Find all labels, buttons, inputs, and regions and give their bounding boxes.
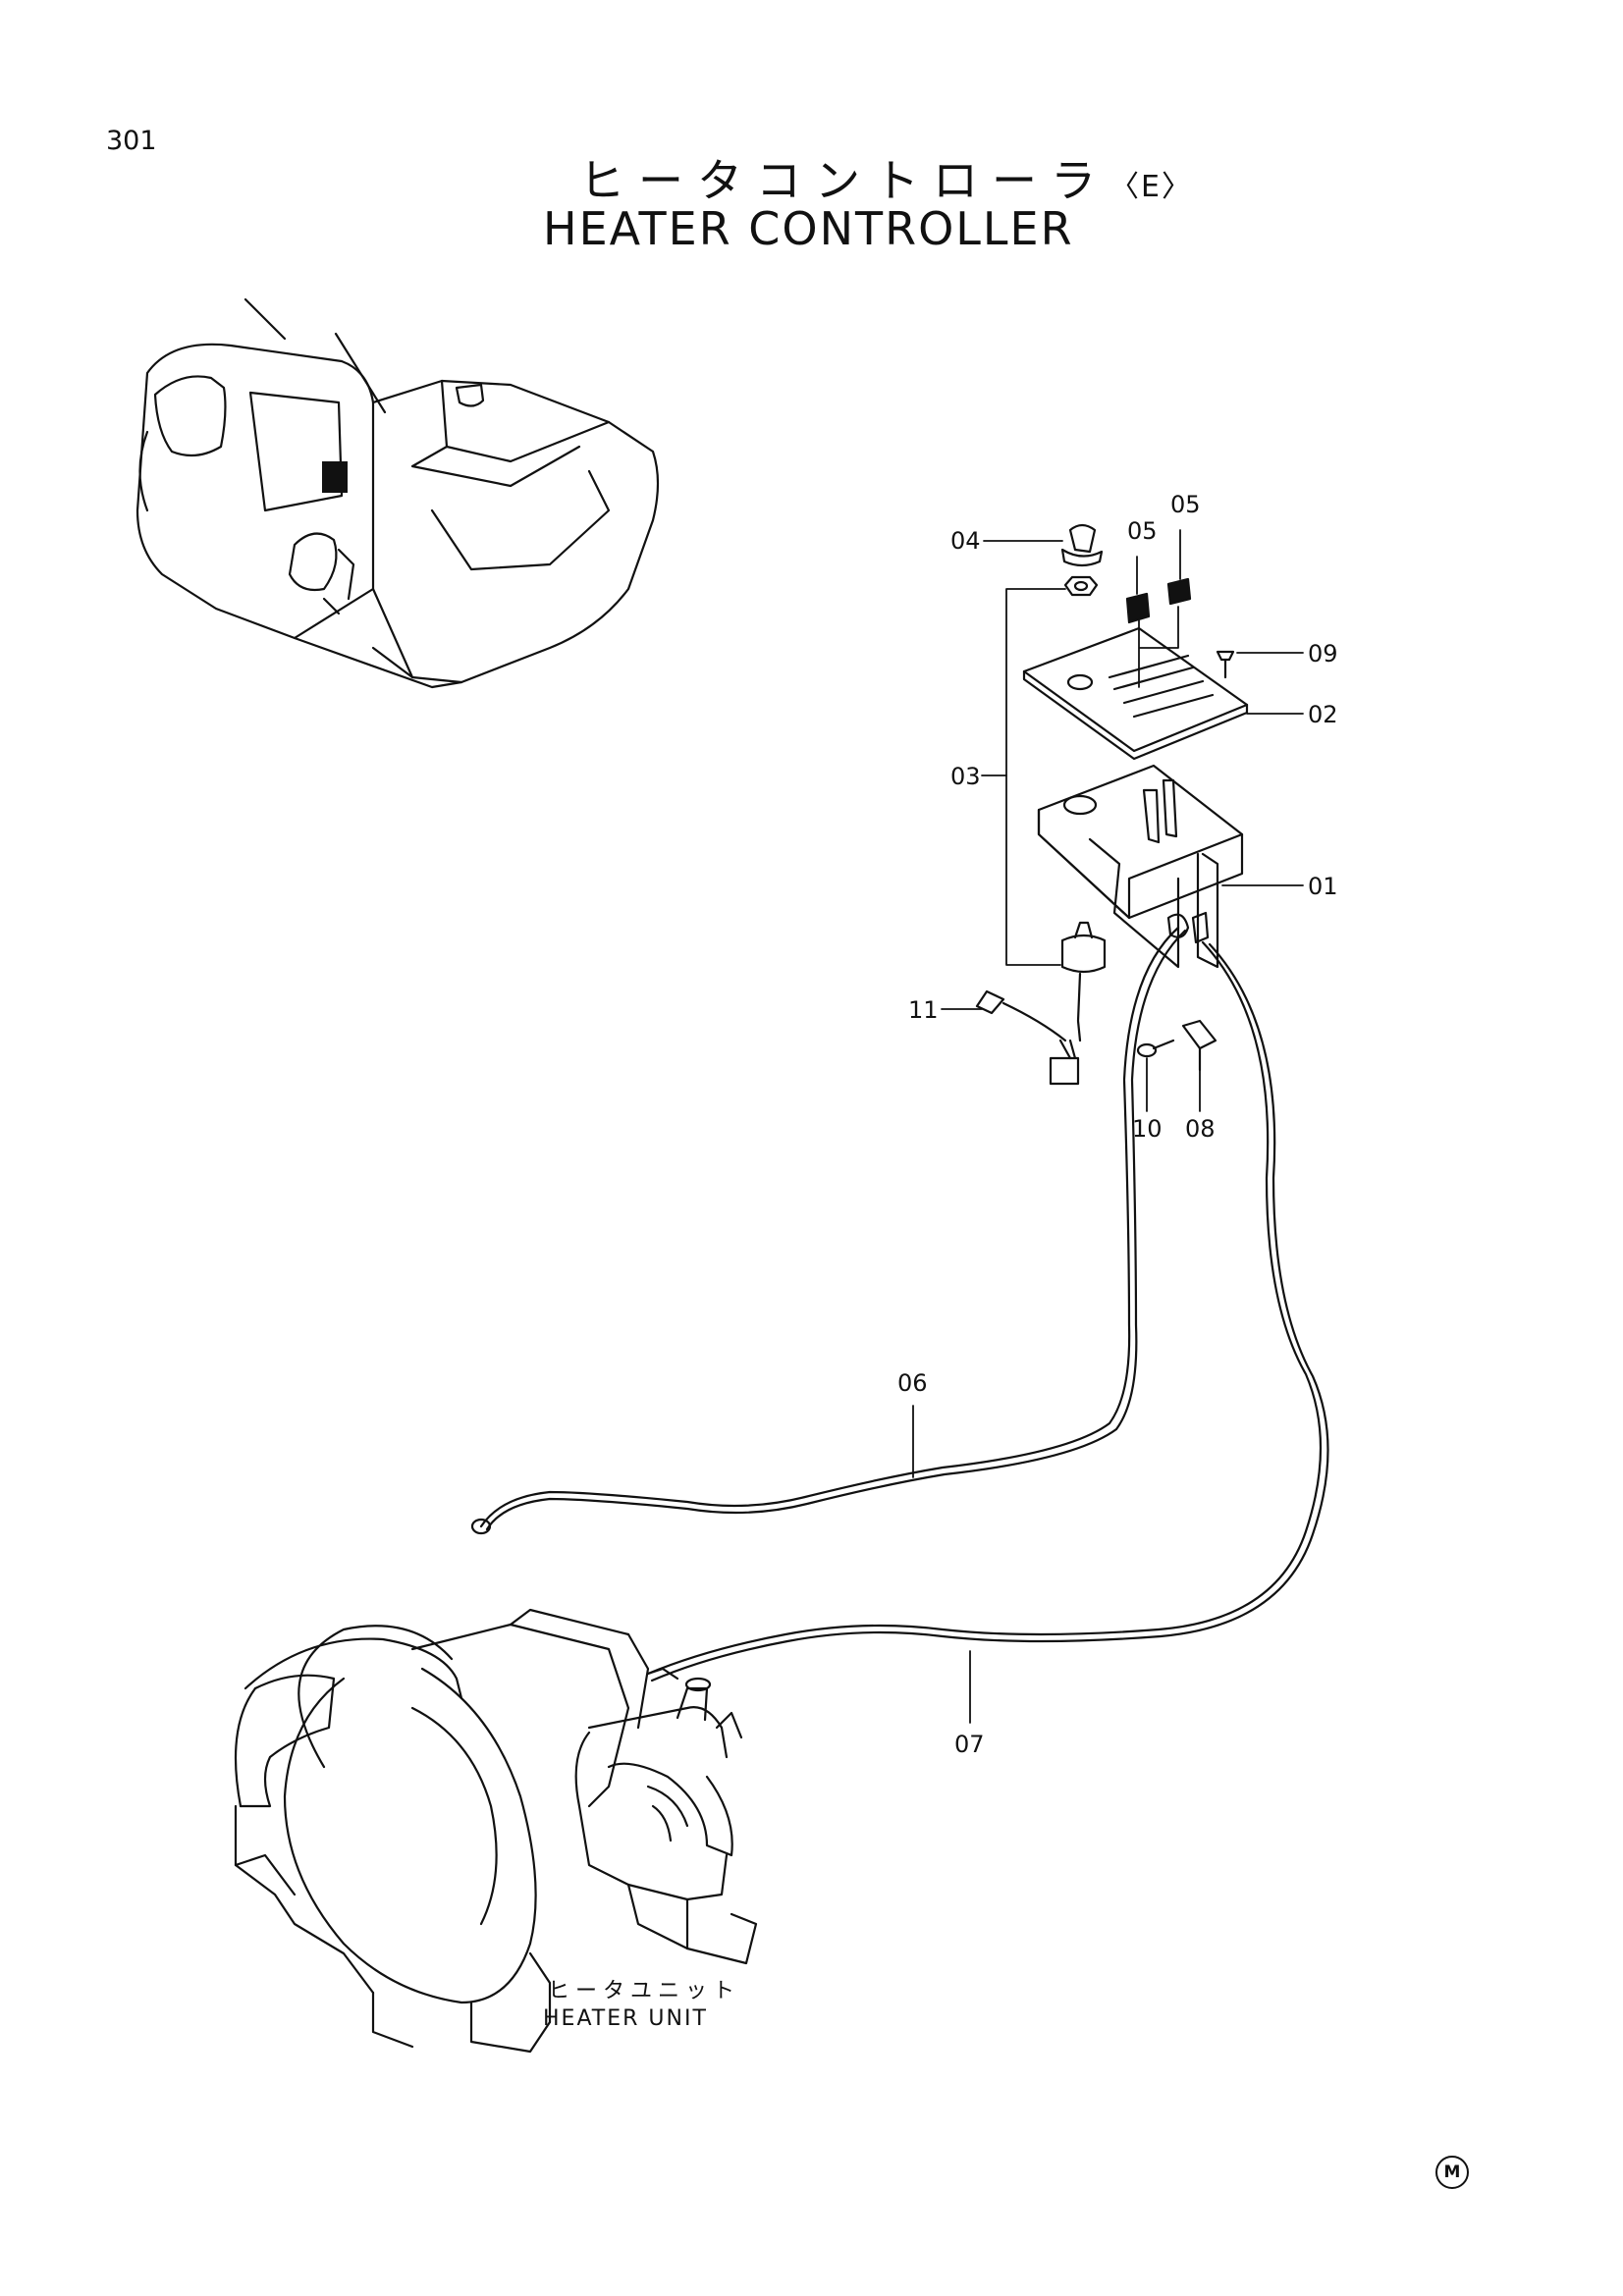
heater-unit-caption: HEATER UNIT [543,2006,708,2031]
title-japanese-text: ヒータコントローラ [579,154,1109,207]
part-label-03: 03 [950,763,981,790]
part-label-02: 02 [1308,701,1338,728]
part-label-10: 10 [1132,1115,1163,1143]
part-label-04: 04 [950,527,981,555]
page-title-japanese: ヒータコントローラ〈E〉 [579,145,1193,210]
part-label-07: 07 [954,1731,985,1758]
heater-unit-caption-japanese: ヒータユニット [548,1979,741,2003]
part-label-11: 11 [908,996,939,1024]
part-label-09: 09 [1308,640,1338,667]
circled-m-mark: M [1435,2156,1469,2189]
page-title: HEATER CONTROLLER [543,202,1074,255]
part-label-06: 06 [897,1369,928,1397]
title-variant: 〈E〉 [1109,170,1193,204]
leader-lines [912,529,1304,1724]
controller-assembly [975,523,1249,1086]
part-label-08: 08 [1185,1115,1216,1143]
part-label-01: 01 [1308,873,1338,900]
excavator-location-view [135,297,660,689]
heater-unit [234,1608,758,2054]
page-number: 301 [106,126,157,156]
control-cables [470,926,1329,1682]
part-label-05a: 05 [1127,517,1158,545]
part-label-05b: 05 [1170,491,1201,518]
